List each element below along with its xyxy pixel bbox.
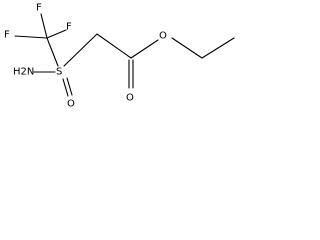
bond-c-oester (130, 39, 159, 59)
bond-o-ch2 (171, 37, 203, 59)
bonds (14, 13, 235, 97)
bond-ch2-ch3 (201, 37, 235, 59)
bond-s-ch2 (63, 33, 98, 67)
bond-c-f-right (46, 29, 67, 39)
bond-s-o-1 (62, 78, 69, 97)
atom-f-right: F (66, 22, 72, 33)
atom-sulfur: S (56, 67, 62, 78)
bond-c-f-top (40, 13, 48, 39)
bond-c-f-left (14, 35, 48, 39)
atom-amine: H2N (13, 67, 34, 78)
atom-f-left: F (4, 30, 10, 41)
bond-c-s (46, 37, 59, 67)
atom-oxygen-carbonyl: O (126, 93, 134, 104)
atom-labels: F F F H2N S O O O (4, 3, 167, 110)
atom-oxygen-ester: O (159, 31, 167, 42)
bond-s-o-2 (66, 77, 73, 96)
atom-oxygen-sulfoxide: O (67, 99, 75, 110)
atom-f-top: F (36, 3, 42, 14)
bond-ch2-c (96, 33, 132, 59)
molecule-structure: F F F H2N S O O O (4, 3, 235, 110)
